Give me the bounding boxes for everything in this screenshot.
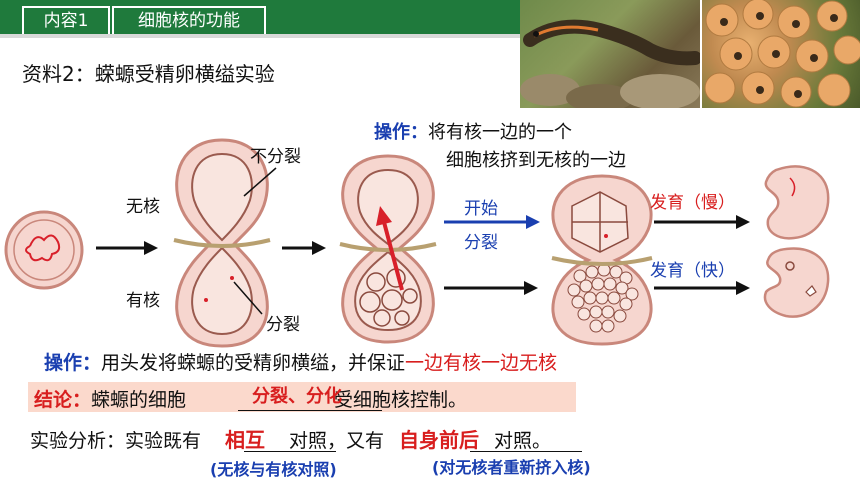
arrow-develop-fast bbox=[654, 281, 750, 295]
operation1-label: 操作： bbox=[374, 122, 428, 143]
operation2-highlight: 一边有核一边无核 bbox=[405, 352, 558, 374]
conclusion-box bbox=[28, 382, 576, 412]
analysis-suffix: 对照。 bbox=[494, 430, 552, 452]
arrow-develop-slow bbox=[654, 215, 750, 229]
fertilized-egg bbox=[4, 210, 84, 290]
analysis-line: 实验分析：实验既有 相互 对照，又有自身前后对照。 bbox=[30, 424, 551, 453]
label-develop-fast: 发育（快） bbox=[650, 261, 735, 281]
operation2-text: 用头发将蝾螈的受精卵横缢，并保证 bbox=[101, 352, 406, 374]
operation2: 操作：用头发将蝾螈的受精卵横缢，并保证一边有核一边无核 bbox=[44, 348, 557, 375]
tab-section-number[interactable]: 内容1 bbox=[22, 6, 110, 36]
constricted-egg-2 bbox=[339, 154, 437, 344]
material-title: 资料2：蝾螈受精卵横缢实验 bbox=[22, 62, 275, 86]
header-bar: 内容1 细胞核的功能 bbox=[0, 0, 520, 38]
analysis-note2: (对无核者重新挤入核) bbox=[432, 458, 591, 477]
label-start-split-2: 分裂 bbox=[464, 233, 498, 253]
analysis-underline-2 bbox=[470, 451, 582, 452]
label-split: 分裂 bbox=[266, 315, 300, 335]
frog-eggs-photo bbox=[702, 0, 860, 108]
embryo-slow bbox=[764, 165, 830, 240]
operation2-label: 操作： bbox=[44, 352, 102, 374]
label-has-nucleus: 有核 bbox=[126, 291, 160, 311]
newt-photo bbox=[520, 0, 700, 108]
experiment-diagram bbox=[4, 138, 830, 348]
operation1-line2: 细胞核挤到无核的一边 bbox=[446, 150, 626, 171]
conclusion-text-after: 受细胞核控制。 bbox=[334, 389, 468, 411]
label-start-split-1: 开始 bbox=[464, 199, 498, 219]
embryo-fast bbox=[763, 247, 830, 318]
arrow-step1 bbox=[96, 241, 158, 255]
operation1-text1: 将有核一边的一个 bbox=[428, 122, 572, 143]
analysis-answer1: 相互 bbox=[225, 428, 266, 452]
conclusion-label: 结论： bbox=[34, 389, 92, 411]
conclusion-underline bbox=[238, 410, 382, 411]
analysis-mid: 对照，又有 bbox=[289, 430, 385, 452]
analysis-note1: (无核与有核对照) bbox=[210, 460, 337, 479]
conclusion-line: 结论：蝾螈的细胞 受细胞核控制。 bbox=[34, 385, 467, 412]
analysis-prefix: 实验分析：实验既有 bbox=[30, 430, 202, 452]
constricted-egg-3 bbox=[551, 174, 653, 346]
header-accent-line bbox=[0, 34, 520, 38]
tab-section-title[interactable]: 细胞核的功能 bbox=[112, 6, 266, 36]
conclusion-answer: 分裂、分化 bbox=[252, 386, 342, 407]
operation1-line1: 操作：将有核一边的一个 bbox=[374, 118, 572, 144]
arrow-lower-path bbox=[444, 281, 538, 295]
analysis-underline-1 bbox=[244, 451, 336, 452]
analysis-answer2: 自身前后 bbox=[399, 428, 480, 452]
arrow-step2 bbox=[282, 241, 326, 255]
pointer-split bbox=[233, 281, 263, 315]
label-develop-slow: 发育（慢） bbox=[650, 193, 735, 213]
constricted-egg-1 bbox=[173, 138, 271, 348]
pointer-no-split bbox=[243, 167, 277, 197]
arrow-start-split bbox=[444, 215, 540, 229]
label-no-split: 不分裂 bbox=[250, 147, 301, 167]
label-no-nucleus: 无核 bbox=[126, 197, 160, 217]
conclusion-text-before: 蝾螈的细胞 bbox=[91, 389, 187, 411]
